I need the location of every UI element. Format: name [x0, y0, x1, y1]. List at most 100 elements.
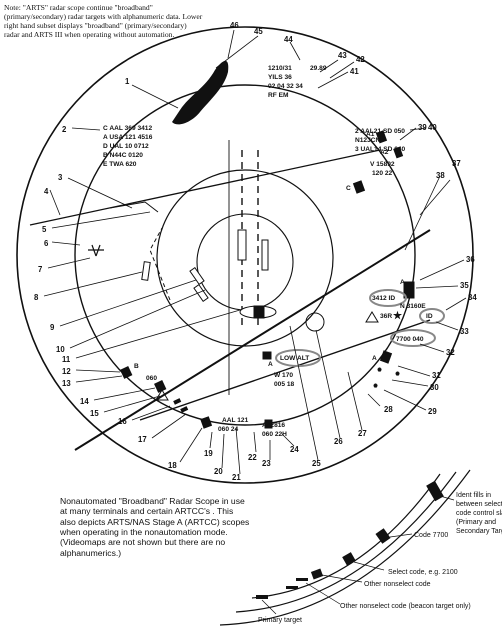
db-left-2: A USA 121 4516: [103, 134, 153, 141]
callout-16: 16: [118, 417, 127, 426]
ring-3: [156, 169, 334, 347]
callout-8: 8: [34, 293, 39, 302]
callout-44: 44: [284, 35, 293, 44]
subset-ident: [426, 480, 444, 502]
lower-diagonal-line: [139, 319, 431, 421]
tag-a2: A2: [380, 149, 389, 156]
target-a1: [375, 130, 388, 144]
callout-34: 34: [468, 293, 477, 302]
subset-7700: [375, 528, 391, 544]
satellite-runway-a: [189, 267, 205, 285]
callout-5: 5: [42, 225, 47, 234]
highlight-id: [419, 308, 445, 324]
db-top-2: 29.89: [310, 65, 327, 72]
db-top-5: RF EM: [268, 92, 289, 99]
subset-arc-2: [235, 471, 457, 613]
callout-3: 3: [58, 173, 63, 182]
subset-primary: [256, 595, 268, 599]
subset-label-ident-2: between select: [456, 501, 502, 508]
target-triangle-1: [365, 311, 379, 323]
tag-aal121-a: AAL 121: [222, 417, 249, 424]
callout-32: 32: [446, 348, 455, 357]
target-bottom-1: [173, 398, 182, 405]
tag-code3412: 3412 ID: [372, 295, 395, 302]
tag-v12022: 120 22: [372, 170, 393, 177]
callout-18: 18: [168, 461, 177, 470]
tag-low-alt: LOW ALT: [280, 355, 309, 362]
target-060: [154, 380, 167, 393]
upper-diagonal-line: [29, 149, 381, 226]
target-b: [120, 366, 133, 379]
callout-29: 29: [428, 407, 437, 416]
target-c: [352, 180, 366, 194]
tag-aal121-b: 060 24: [218, 426, 239, 433]
star-right-1: *: [378, 367, 382, 376]
tag-w170: W 170: [274, 372, 293, 379]
vortac-symbol: [88, 244, 104, 257]
subset-label-select: Select code, e.g. 2100: [388, 569, 458, 576]
callout-leaders: [43, 29, 467, 475]
callout-14: 14: [80, 397, 89, 406]
highlight-7700: [390, 329, 436, 347]
callout-20: 20: [214, 467, 223, 476]
callout-25: 25: [312, 459, 321, 468]
subset-label-ident-1: Ident fills in: [456, 492, 491, 499]
subset-label-ident-3: code control slashes: [456, 510, 502, 517]
callout-36: 36: [466, 255, 475, 264]
subset-label-beacon: Other nonselect code (beacon target only…: [340, 603, 471, 610]
tag-a1: A1: [366, 131, 375, 138]
callout-28: 28: [384, 405, 393, 414]
callout-7: 7: [38, 265, 42, 274]
subset-beacon-1: [286, 586, 298, 589]
callout-38: 38: [436, 171, 445, 180]
callout-43: 43: [338, 51, 347, 60]
target-aal121: [200, 416, 213, 429]
db-right-1: 2 AAL21 SD 050: [355, 128, 405, 135]
callout-37: 37: [452, 159, 461, 168]
callout-23: 23: [262, 459, 271, 468]
subset-label-ident-5: Secondary Target): [456, 528, 502, 535]
subset-label-nonselect: Other nonselect code: [364, 581, 431, 588]
tag-a-mid: A: [268, 361, 273, 368]
runway-right: [261, 239, 269, 271]
callout-12: 12: [62, 367, 71, 376]
db-right-2: N12JCN: [355, 137, 381, 144]
tag-v15892: V 15892: [370, 161, 395, 168]
subset-beacon-2: [296, 578, 308, 581]
course-line: [149, 227, 171, 301]
target-a42816: [264, 419, 273, 429]
subset-label-primary: Primary target: [258, 617, 302, 624]
runway-center: [253, 305, 265, 319]
subset-label-code7700: Code 7700: [414, 532, 448, 539]
callout-19: 19: [204, 449, 213, 458]
tag-code7700: 7700 040: [396, 336, 424, 343]
tag-id: ID: [426, 313, 433, 320]
obstruction-circle: [305, 312, 325, 332]
db-left-4: B N44C 0120: [103, 152, 143, 159]
db-top-1: 1210/31: [268, 65, 292, 72]
callout-15: 15: [90, 409, 99, 418]
callout-9: 9: [50, 323, 55, 332]
star-3160e: ★: [394, 311, 401, 320]
callout-numbers: 1 2 3 4 5 6 7 8 9 10 11 12 13 14 15 16 1…: [34, 21, 477, 482]
tag-36r: 36R: [380, 313, 392, 320]
long-diagonal-line: [74, 229, 431, 451]
subset-targets: [256, 480, 444, 599]
db-top-3: YILS 36: [268, 74, 292, 81]
callout-22: 22: [248, 453, 257, 462]
tag-n3160e: N 3160E: [400, 303, 426, 310]
callout-40: 40: [428, 123, 437, 132]
subset-arc-1: [219, 469, 471, 626]
runway-left: [237, 229, 247, 261]
airway-hump: [109, 201, 159, 213]
callout-46: 46: [230, 21, 239, 30]
callout-13: 13: [62, 379, 71, 388]
db-top-4: 02 04 32 34: [268, 83, 303, 90]
tag-a-right: A: [400, 279, 405, 286]
db-right-3: 3 UAL14 SD 040: [355, 146, 406, 153]
tag-060: 060: [146, 375, 157, 382]
weather-echo-large: [172, 60, 229, 125]
db-left-5: E TWA 620: [103, 161, 137, 168]
callout-30: 30: [430, 383, 439, 392]
